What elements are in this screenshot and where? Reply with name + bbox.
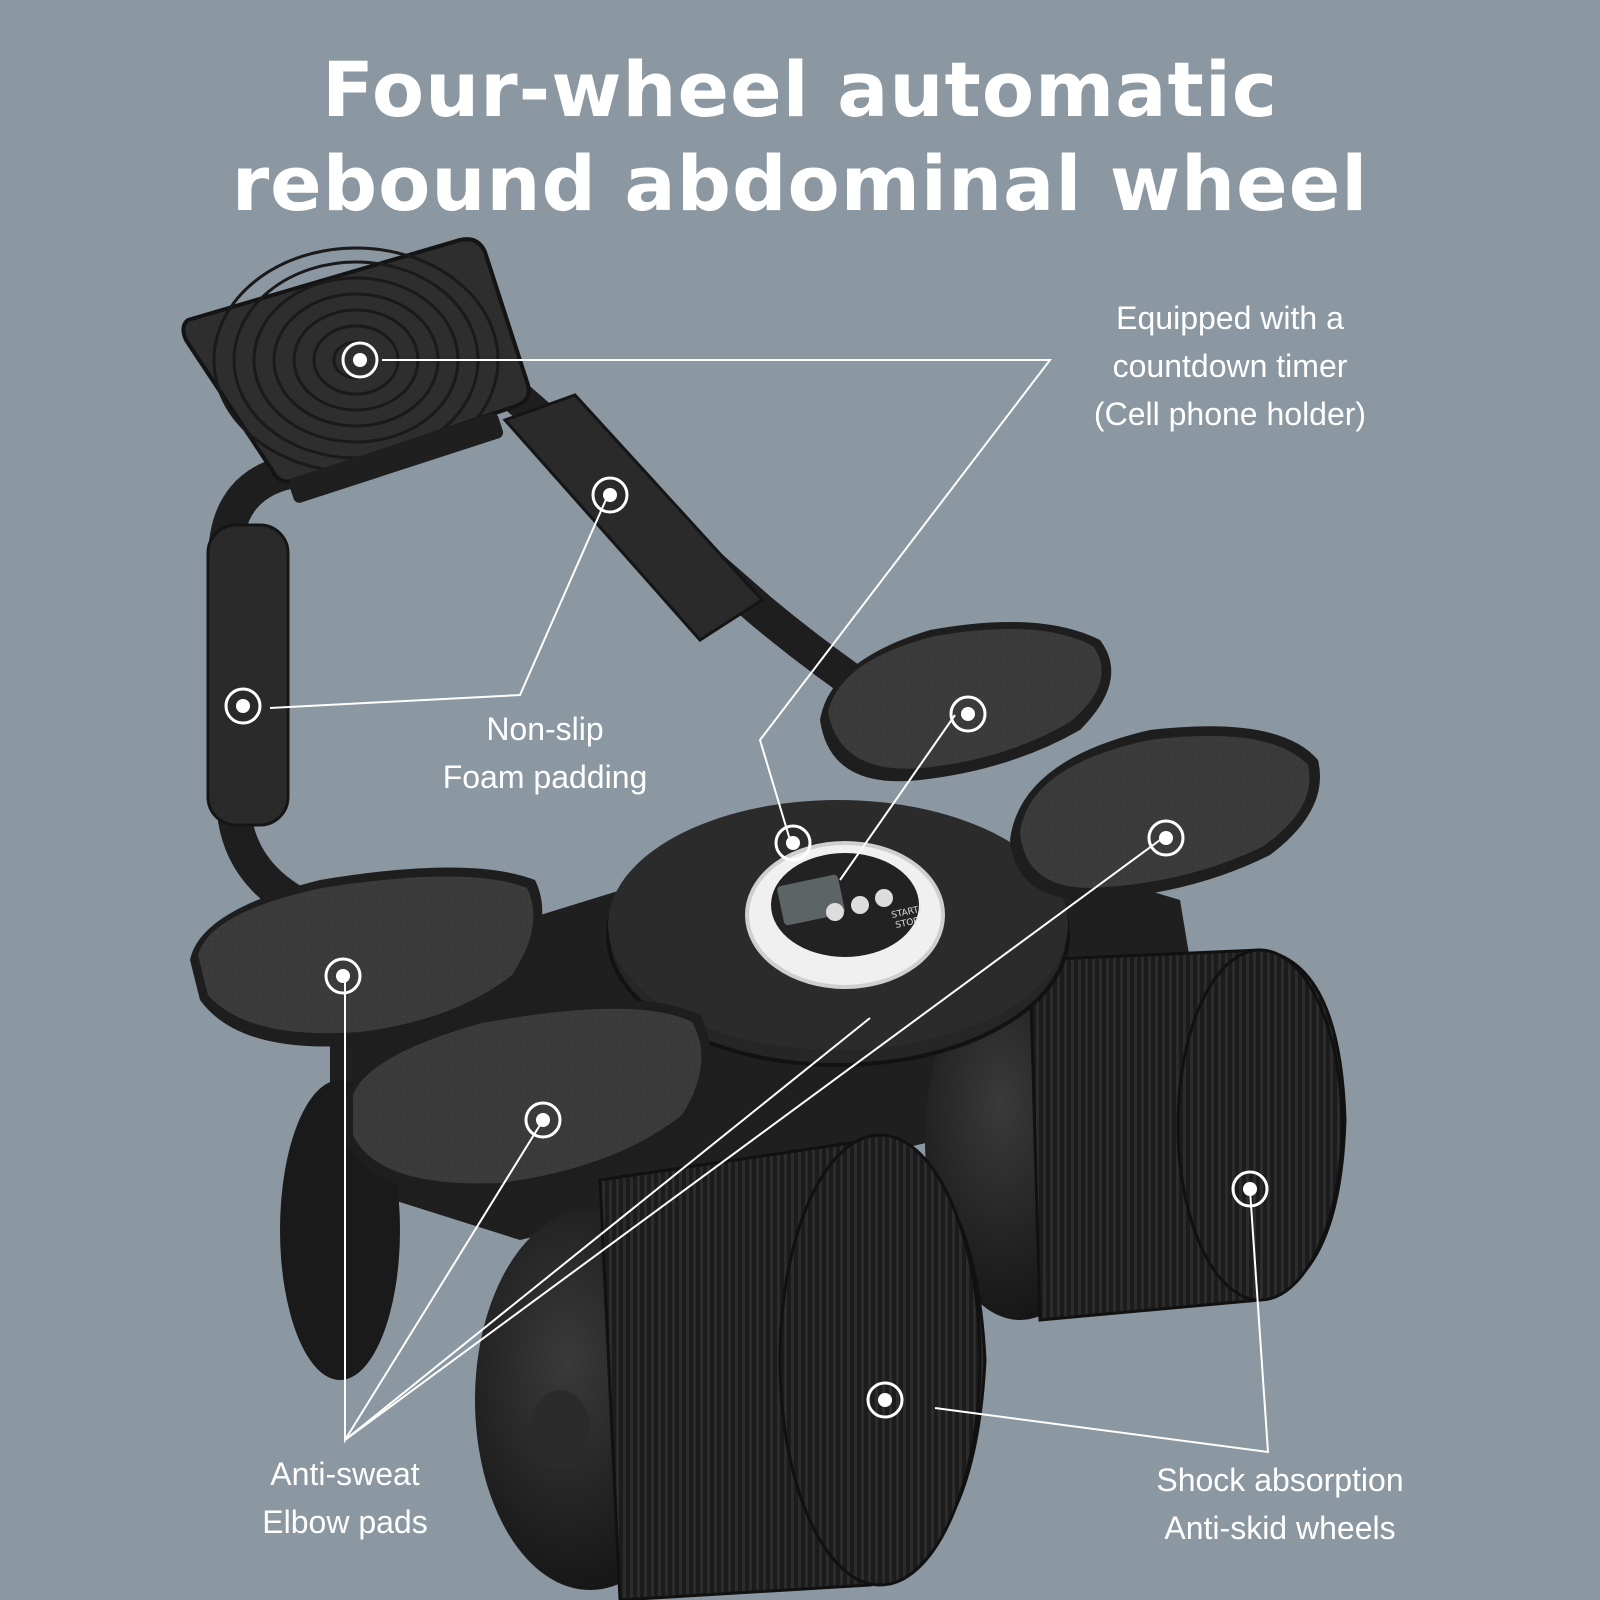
callout-foam-line-1: Non-slip: [486, 711, 604, 747]
marker-grip-right: [591, 476, 629, 514]
wheel-front-right: [598, 1133, 987, 1600]
foam-grip-left: [206, 523, 290, 827]
timer-button-label-2: STOP: [895, 916, 921, 931]
marker-timer: [774, 824, 812, 862]
phone-holder: [181, 237, 531, 503]
callout-elbow-pads: Anti-sweat Elbow pads: [230, 1450, 460, 1546]
callout-timer: Equipped with a countdown timer (Cell ph…: [1070, 294, 1390, 438]
foam-grip-right: [502, 393, 765, 642]
headline-line-2: rebound abdominal wheel: [231, 139, 1369, 228]
callout-elbow-line-2: Elbow pads: [262, 1504, 428, 1540]
callout-foam-padding: Non-slip Foam padding: [420, 705, 670, 801]
callout-foam-line-2: Foam padding: [442, 759, 648, 795]
callout-elbow-line-1: Anti-sweat: [270, 1456, 420, 1492]
elbow-pad-back-left: [820, 622, 1112, 782]
marker-wheel-front: [866, 1381, 904, 1419]
elbow-pad-front-left: [190, 867, 543, 1047]
marker-pad-front-right: [524, 1101, 562, 1139]
marker-wheel-back: [1231, 1170, 1269, 1208]
marker-phone-holder: [341, 341, 379, 379]
callout-wheels-line-2: Anti-skid wheels: [1164, 1510, 1396, 1546]
callout-timer-line-1: Equipped with a: [1116, 300, 1344, 336]
callout-wheels-line-1: Shock absorption: [1156, 1462, 1404, 1498]
marker-pad-front-left: [324, 957, 362, 995]
marker-pad-back-left: [949, 695, 987, 733]
elbow-pad-front-right: [345, 1000, 711, 1196]
callout-lines: [269, 359, 1270, 1454]
callout-markers: [224, 341, 1269, 1419]
countdown-timer: START/ STOP: [745, 841, 945, 989]
marker-grip-left: [224, 687, 262, 725]
headline-line-1: Four-wheel automatic: [322, 45, 1278, 134]
callout-wheels: Shock absorption Anti-skid wheels: [1135, 1456, 1425, 1552]
marker-pad-back-right: [1147, 819, 1185, 857]
callout-timer-line-3: (Cell phone holder): [1093, 396, 1367, 432]
elbow-pad-back-right: [1010, 726, 1320, 900]
callout-timer-line-2: countdown timer: [1112, 348, 1348, 384]
wheel-back-right: [925, 948, 1347, 1322]
